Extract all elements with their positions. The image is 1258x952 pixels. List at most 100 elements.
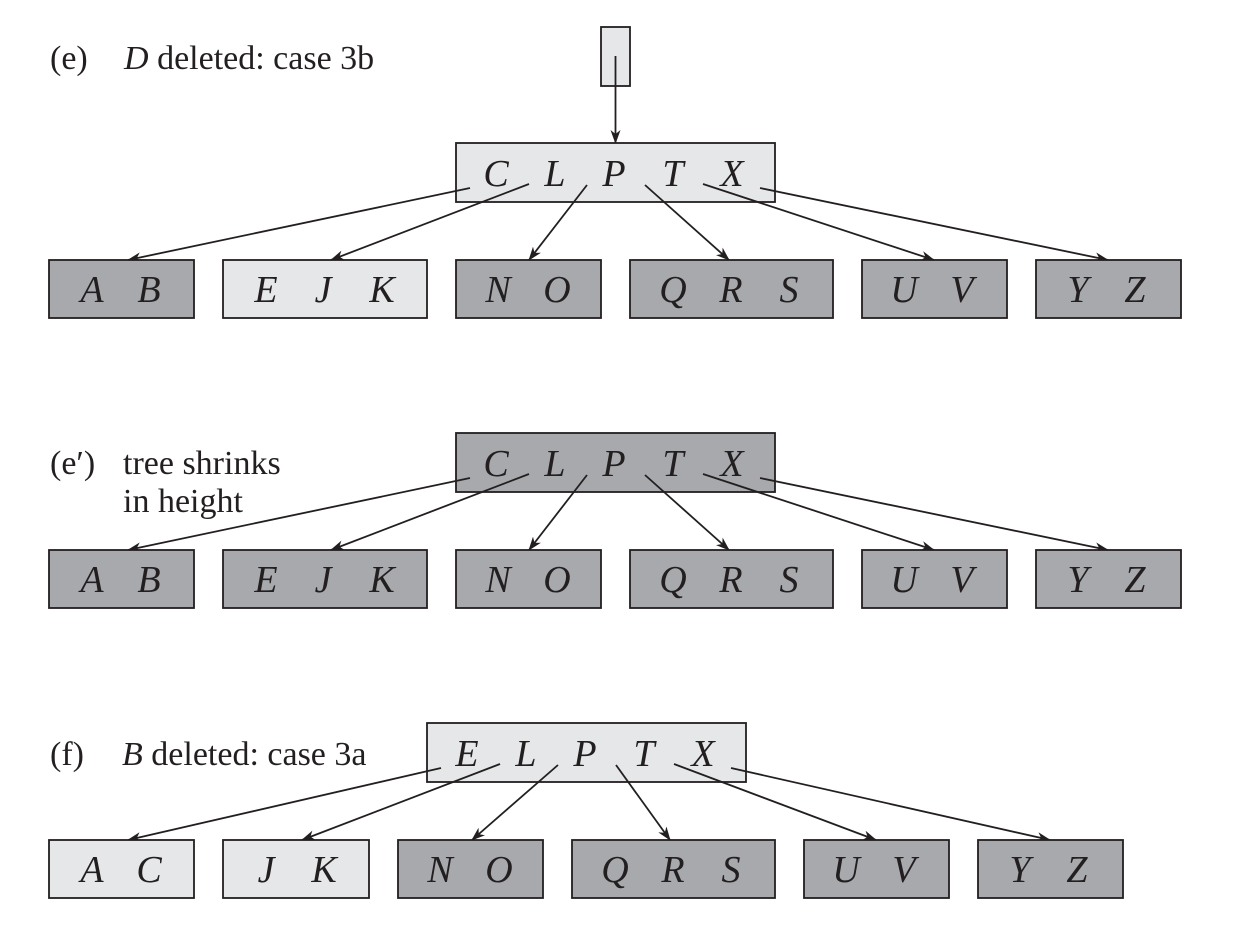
panel-e-prime-label-line2: in height [123,483,243,520]
child-edges [127,473,1109,553]
leaf-key: N [484,559,513,601]
leaf-key: R [718,269,742,311]
leaf-node-y-z: Y Z [1035,549,1182,609]
leaf-key: C [136,849,162,891]
child-edge [730,767,1051,843]
leaf-key: A [77,269,104,311]
child-edge [615,764,671,841]
leaf-key: Y [1067,269,1092,311]
root-key: L [543,443,565,485]
child-edge [702,473,935,551]
leaf-node-e-j-k: E J K [222,259,428,319]
leaf-key: B [137,559,160,601]
root-keys: E L P T X [454,733,716,775]
child-edge [673,763,877,841]
child-edge [127,767,442,842]
leaf-node-y-z: Y Z [977,839,1124,899]
leaf-key: O [485,849,512,891]
leaf-key: U [832,849,862,891]
leaf-key: K [368,269,396,311]
root-key: T [662,443,686,485]
leaf-node-e-j-k: E J K [222,549,428,609]
leaf-node-a-b: A B [48,549,195,609]
leaf-key: A [77,559,104,601]
leaf-key: R [660,849,684,891]
panel-e-prime-label: (e′) tree shrinks [50,445,281,482]
root-key: P [601,443,625,485]
leaf-key: S [780,269,799,311]
child-edge [702,183,935,261]
child-edge [528,474,588,551]
child-edge [330,183,530,261]
leaf-key: V [892,849,919,891]
leaf-key: V [950,559,977,601]
leaf-node-q-r-s: Q R S [629,259,834,319]
leaf-key: Y [1067,559,1092,601]
child-edge [644,184,730,261]
panel-f-label: (f) B deleted: case 3a [50,736,367,773]
root-key: C [483,153,509,195]
leaf-key: V [950,269,977,311]
leaf-key: K [310,849,338,891]
leaf-node-u-v: U V [861,549,1008,609]
root-key: E [454,733,478,775]
leaf-key: N [484,269,513,311]
child-edge [471,764,559,841]
panel-e-prime: (e′) tree shrinks in height C L P T X A … [48,432,1182,609]
leaf-key: A [77,849,104,891]
leaf-node-n-o: N O [455,259,602,319]
root-key: X [718,153,745,195]
leaf-key: N [426,849,455,891]
root-key: L [514,733,536,775]
root-key: X [689,733,716,775]
leaf-node-u-v: U V [803,839,950,899]
leaf-node-y-z: Y Z [1035,259,1182,319]
panel-e-label: (e) D deleted: case 3b [50,40,374,77]
leaf-key: Q [659,269,686,311]
leaf-node-j-k: J K [222,839,370,899]
root-key: X [718,443,745,485]
root-keys: C L P T X [483,443,745,485]
root-key: L [543,153,565,195]
leaf-key: J [315,269,334,311]
leaf-key: S [722,849,741,891]
leaf-key: Y [1009,849,1034,891]
leaf-key: J [315,559,334,601]
leaf-node-n-o: N O [397,839,544,899]
leaf-node-a-c: A C [48,839,195,899]
leaf-key: Z [1066,849,1088,891]
child-edge [301,763,501,841]
leaf-key: Q [659,559,686,601]
root-keys: C L P T X [483,153,745,195]
leaf-key: U [890,269,920,311]
leaf-node-q-r-s: Q R S [629,549,834,609]
child-edge [528,184,588,261]
child-edge [330,473,530,551]
leaf-node-n-o: N O [455,549,602,609]
root-key: P [601,153,625,195]
root-key: T [662,153,686,195]
leaf-key: B [137,269,160,311]
leaf-key: Z [1124,559,1146,601]
leaf-node-u-v: U V [861,259,1008,319]
leaf-key: O [543,559,570,601]
leaf-key: J [258,849,277,891]
child-edge [644,474,730,551]
leaf-key: Z [1124,269,1146,311]
leaf-key: E [253,559,277,601]
root-key: C [483,443,509,485]
panel-e: (e) D deleted: case 3b C L P T X A B [48,26,1182,319]
child-edges [127,183,1109,263]
leaf-key: U [890,559,920,601]
child-edges [127,763,1051,843]
leaf-node-q-r-s: Q R S [571,839,776,899]
leaf-key: S [780,559,799,601]
leaf-key: O [543,269,570,311]
child-edge [127,187,471,263]
child-edge [759,187,1109,263]
root-key: P [572,733,596,775]
panel-f: (f) B deleted: case 3a E L P T X A C J [48,722,1124,899]
leaf-key: E [253,269,277,311]
child-edge [127,477,471,553]
